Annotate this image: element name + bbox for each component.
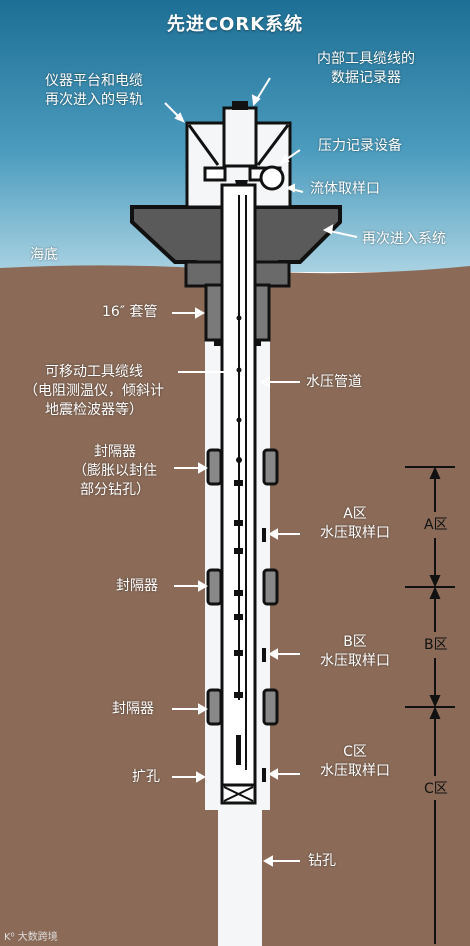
watermark: K⁰ 大数跨境 — [4, 932, 58, 943]
reentry-system-label: 再次进入系统 — [362, 231, 446, 247]
packers — [206, 448, 279, 726]
zone-a-label: A区 — [424, 517, 448, 533]
diagram-title: 先进CORK系统 — [166, 14, 304, 35]
packer-3-label: 封隔器 — [112, 701, 154, 717]
borehole-label: 钻孔 — [308, 853, 336, 869]
zone-c-label: C区 — [424, 781, 448, 797]
pressure-gauge — [259, 165, 285, 191]
zone-c-port-label: C区水压取样口 — [320, 744, 390, 779]
seafloor-label: 海底 — [30, 247, 58, 263]
data-logger-label: 内部工具缆线的数据记录器 — [317, 51, 415, 86]
guide-rail-label: 仪器平台和电缆再次进入的导轨 — [45, 73, 143, 108]
zone-b-port-label: B区水压取样口 — [320, 634, 390, 669]
pressure-logger-label: 压力记录设备 — [318, 138, 402, 154]
zone-a-port-label: A区水压取样口 — [320, 506, 390, 541]
hydraulic-line-label: 水压管道 — [306, 374, 362, 390]
fluid-sampling-label: 流体取样口 — [310, 181, 380, 197]
reamed-hole-label: 扩孔 — [132, 769, 160, 785]
data-logger-box — [222, 106, 258, 168]
tool-cable-label: 可移动工具缆线（电阻测温仪，倾斜计地震检波器等） — [24, 364, 164, 418]
packer-1-label: 封隔器（膨胀以封住部分钻孔） — [73, 444, 157, 498]
zone-b-label: B区 — [424, 637, 448, 653]
zone-scale — [405, 466, 455, 944]
packer-2-label: 封隔器 — [116, 578, 158, 594]
casing-label: 16″ 套管 — [102, 304, 158, 320]
